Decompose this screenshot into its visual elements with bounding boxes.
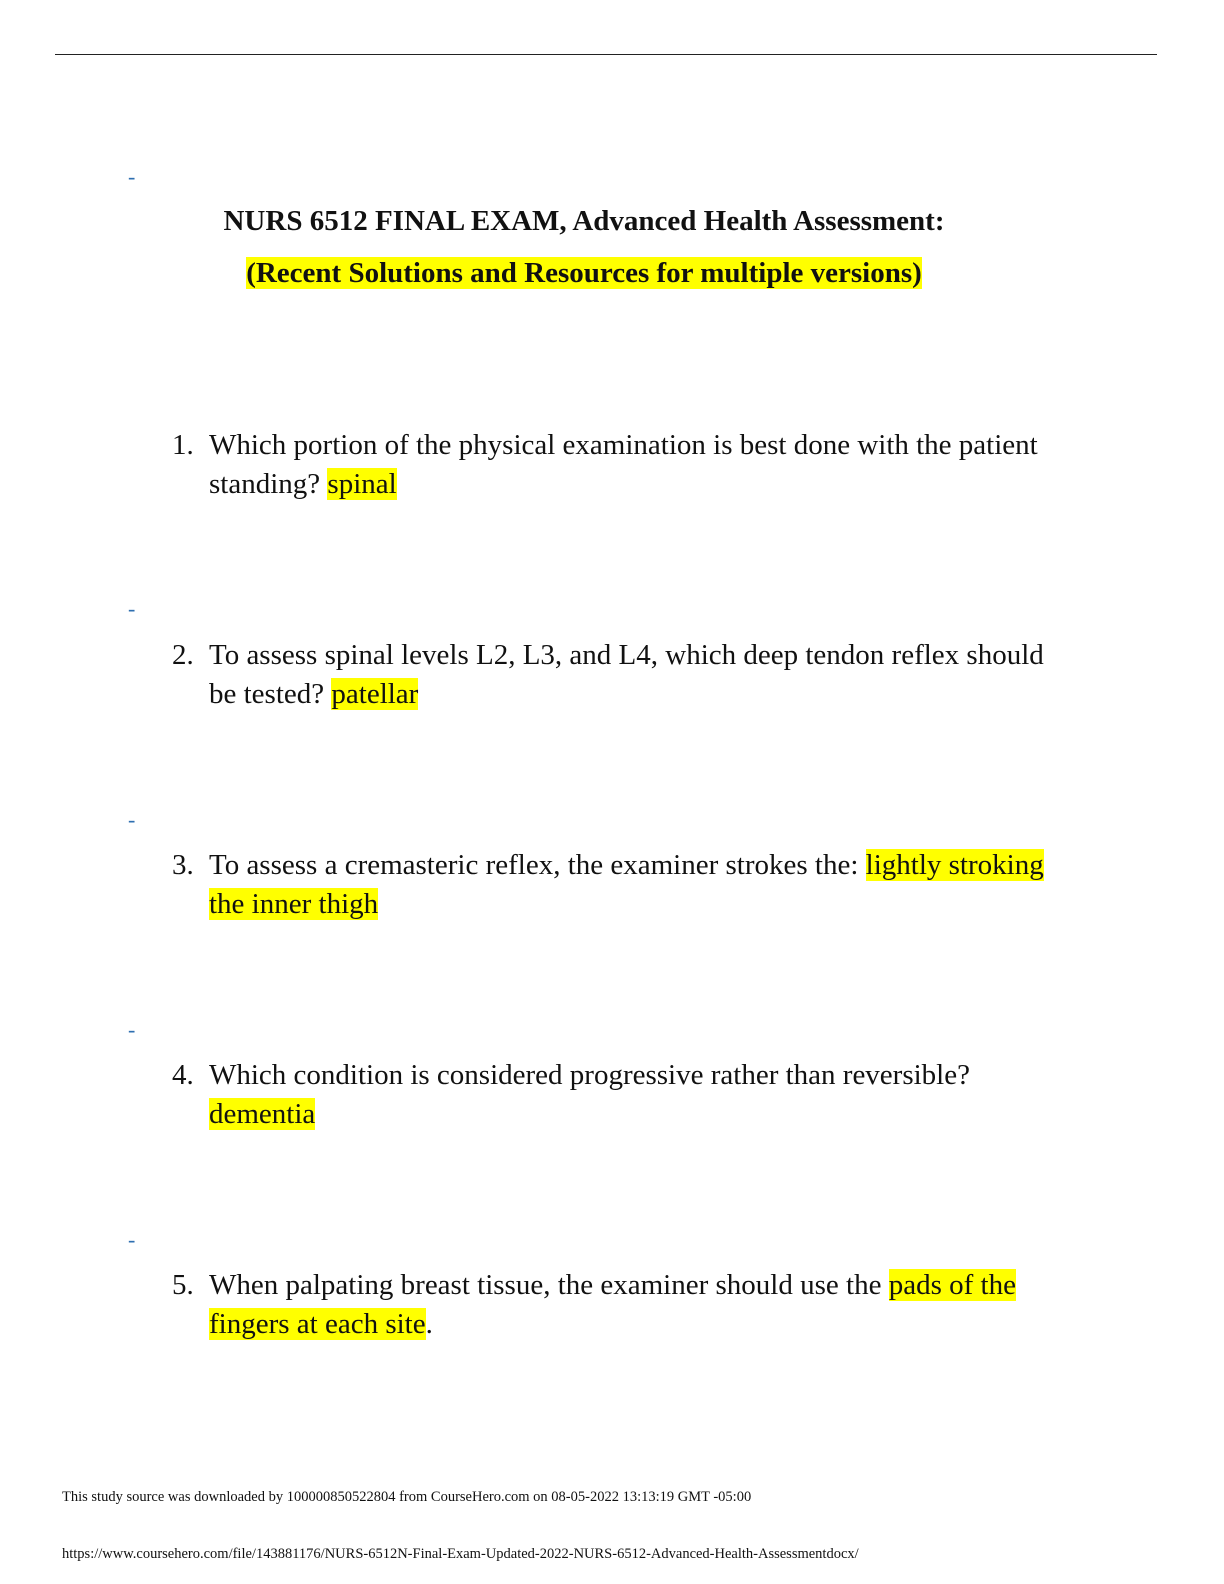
question-text: Which portion of the physical examinatio… [209, 429, 1038, 500]
source-url[interactable]: https://www.coursehero.com/file/14388117… [62, 1546, 859, 1562]
separator-dash: - [128, 164, 136, 189]
question-item: 4. Which condition is considered progres… [172, 1056, 1052, 1134]
question-item: 2. To assess spinal levels L2, L3, and L… [172, 636, 1052, 714]
separator-dash: - [128, 596, 136, 621]
question-text: Which condition is considered progressiv… [209, 1059, 970, 1091]
separator-dash: - [128, 1017, 136, 1042]
answer-highlight: spinal [327, 468, 397, 500]
question-item: 1. Which portion of the physical examina… [172, 426, 1052, 504]
page-title: NURS 6512 FINAL EXAM, Advanced Health As… [0, 204, 1168, 238]
question-number: 5. [172, 1269, 194, 1301]
question-body: Which portion of the physical examinatio… [209, 426, 1052, 504]
question-number: 4. [172, 1059, 194, 1091]
question-text: When palpating breast tissue, the examin… [209, 1269, 889, 1301]
question-text: To assess a cremasteric reflex, the exam… [209, 849, 866, 881]
question-item: 3. To assess a cremasteric reflex, the e… [172, 846, 1052, 924]
question-number: 2. [172, 639, 194, 671]
separator-dash: - [128, 807, 136, 832]
question-number: 1. [172, 429, 194, 461]
question-text: To assess spinal levels L2, L3, and L4, … [209, 639, 1044, 710]
download-notice: This study source was downloaded by 1000… [62, 1489, 752, 1505]
question-body: Which condition is considered progressiv… [209, 1056, 1052, 1134]
question-number: 3. [172, 849, 194, 881]
page-subtitle-text: (Recent Solutions and Resources for mult… [246, 257, 922, 289]
answer-highlight: dementia [209, 1098, 316, 1130]
header-rule [55, 54, 1157, 55]
question-item: 5. When palpating breast tissue, the exa… [172, 1266, 1052, 1344]
question-body: To assess spinal levels L2, L3, and L4, … [209, 636, 1052, 714]
separator-dash: - [128, 1227, 136, 1252]
question-trailing: . [425, 1308, 433, 1340]
question-body: When palpating breast tissue, the examin… [209, 1266, 1052, 1344]
answer-highlight: patellar [331, 678, 419, 710]
page-title-text: NURS 6512 FINAL EXAM, Advanced Health As… [223, 205, 945, 237]
question-body: To assess a cremasteric reflex, the exam… [209, 846, 1052, 924]
page-subtitle: (Recent Solutions and Resources for mult… [0, 256, 1168, 290]
